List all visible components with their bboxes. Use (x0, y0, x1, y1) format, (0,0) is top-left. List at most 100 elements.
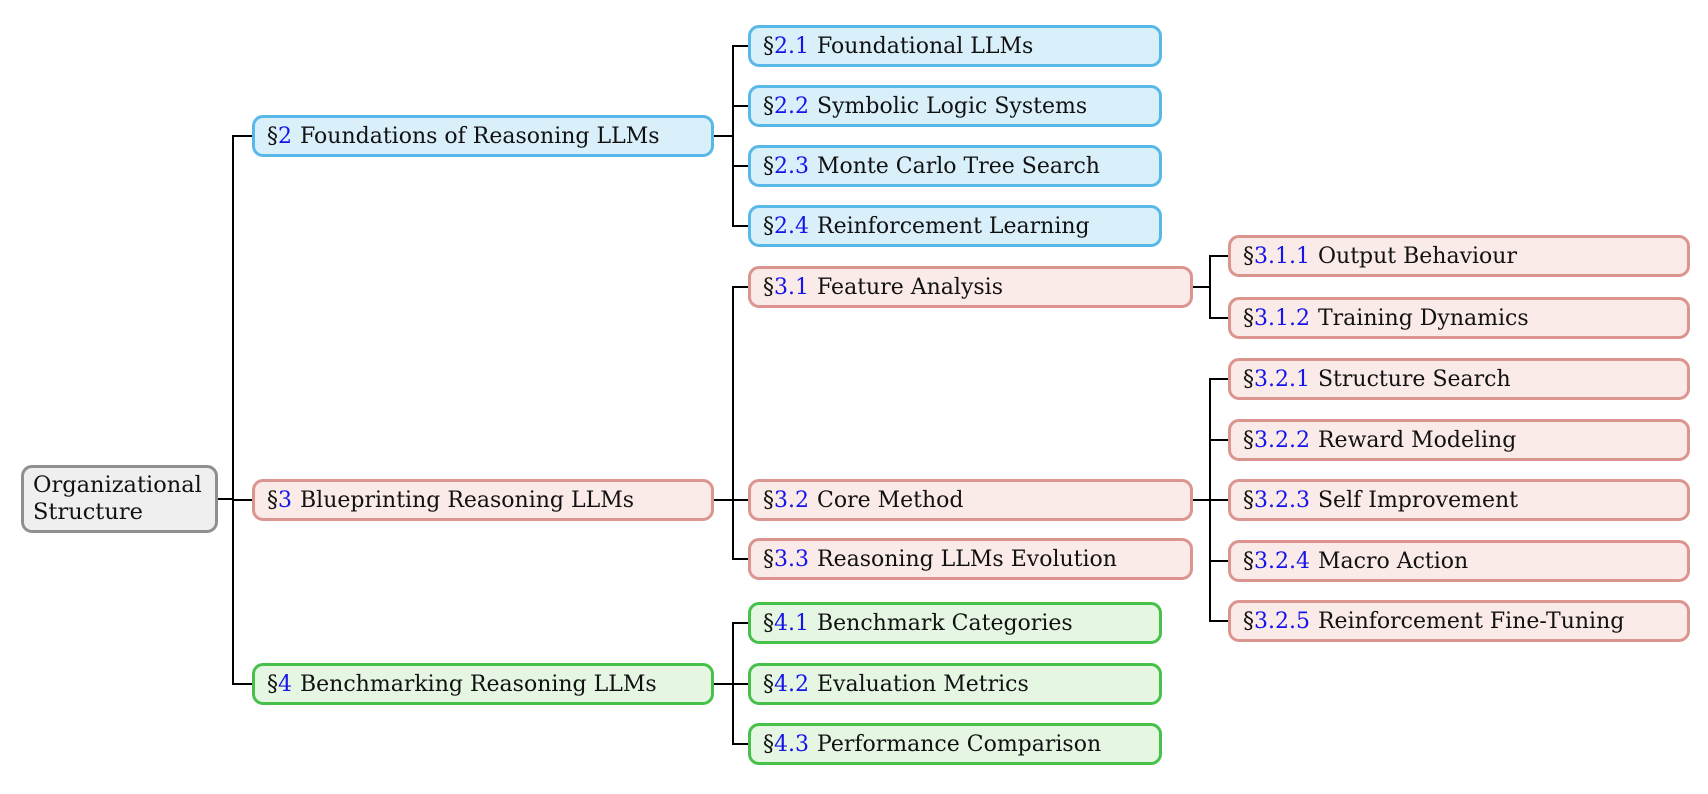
node-label: Blueprinting Reasoning LLMs (300, 487, 635, 513)
section-index: 3.1 (774, 274, 809, 300)
section-number: §3.1.1 (1243, 244, 1310, 269)
section-index: 2.4 (774, 213, 809, 239)
section-symbol: § (267, 487, 278, 513)
section-number: §3.3 (763, 547, 809, 572)
node-label: Benchmark Categories (817, 610, 1073, 636)
section-symbol: § (1243, 487, 1254, 513)
section-index: 3.2.4 (1254, 548, 1310, 574)
tree-node-root: Organizational Structure (21, 465, 218, 533)
tree-node-s3.2.3: §3.2.3 Self Improvement (1228, 479, 1690, 521)
section-index: 3.2.2 (1254, 427, 1310, 453)
node-label: Evaluation Metrics (817, 671, 1029, 697)
tree-node-s2.2: §2.2 Symbolic Logic Systems (748, 85, 1162, 127)
section-index: 3 (278, 487, 292, 513)
tree-node-s2.1: §2.1 Foundational LLMs (748, 25, 1162, 67)
node-label: Core Method (817, 487, 964, 513)
tree-node-s3.2: §3.2 Core Method (748, 479, 1193, 521)
section-number: §2 (267, 124, 292, 149)
tree-node-s3.2.4: §3.2.4 Macro Action (1228, 540, 1690, 582)
section-index: 3.2 (774, 487, 809, 513)
section-symbol: § (763, 731, 774, 757)
section-symbol: § (1243, 305, 1254, 331)
tree-node-s4.3: §4.3 Performance Comparison (748, 723, 1162, 765)
tree-node-s3: §3 Blueprinting Reasoning LLMs (252, 479, 714, 521)
section-index: 2.3 (774, 153, 809, 179)
node-label: Benchmarking Reasoning LLMs (300, 671, 657, 697)
node-label: Reinforcement Fine-Tuning (1317, 608, 1625, 634)
section-number: §3.2.3 (1243, 488, 1310, 513)
node-label: Foundations of Reasoning LLMs (300, 123, 660, 149)
section-number: §2.4 (763, 214, 809, 239)
section-number: §3.1.2 (1243, 306, 1310, 331)
section-number: §3.2.5 (1243, 609, 1310, 634)
section-number: §4 (267, 672, 292, 697)
node-label: Reinforcement Learning (817, 213, 1090, 239)
node-label: Self Improvement (1317, 487, 1518, 513)
section-index: 2.2 (774, 93, 809, 119)
section-number: §2.1 (763, 34, 809, 59)
node-label: Feature Analysis (817, 274, 1003, 300)
section-number: §3.2 (763, 488, 809, 513)
section-number: §3.2.4 (1243, 549, 1310, 574)
section-symbol: § (1243, 427, 1254, 453)
section-symbol: § (763, 33, 774, 59)
section-symbol: § (1243, 366, 1254, 392)
section-number: §3.1 (763, 275, 809, 300)
node-label: Foundational LLMs (817, 33, 1034, 59)
node-label: Output Behaviour (1317, 243, 1517, 269)
section-symbol: § (763, 274, 774, 300)
node-label: Training Dynamics (1317, 305, 1529, 331)
tree-node-s2.4: §2.4 Reinforcement Learning (748, 205, 1162, 247)
section-symbol: § (763, 487, 774, 513)
section-index: 3.3 (774, 546, 809, 572)
section-index: 2 (278, 123, 292, 149)
section-symbol: § (1243, 548, 1254, 574)
section-symbol: § (763, 213, 774, 239)
node-label: Reasoning LLMs Evolution (817, 546, 1117, 572)
node-label: Macro Action (1317, 548, 1469, 574)
tree-node-s3.2.2: §3.2.2 Reward Modeling (1228, 419, 1690, 461)
section-index: 2.1 (774, 33, 809, 59)
node-label: Monte Carlo Tree Search (817, 153, 1100, 179)
tree-node-s3.2.5: §3.2.5 Reinforcement Fine-Tuning (1228, 600, 1690, 642)
section-number: §3 (267, 488, 292, 513)
tree-node-s3.3: §3.3 Reasoning LLMs Evolution (748, 538, 1193, 580)
section-symbol: § (763, 546, 774, 572)
section-index: 3.1.2 (1254, 305, 1310, 331)
section-index: 4.2 (774, 671, 809, 697)
tree-node-s4: §4 Benchmarking Reasoning LLMs (252, 663, 714, 705)
section-symbol: § (763, 671, 774, 697)
section-number: §4.3 (763, 732, 809, 757)
tree-node-s2: §2 Foundations of Reasoning LLMs (252, 115, 714, 157)
tree-node-s4.1: §4.1 Benchmark Categories (748, 602, 1162, 644)
section-index: 4.1 (774, 610, 809, 636)
tree-node-s3.1: §3.1 Feature Analysis (748, 266, 1193, 308)
tree-node-s3.1.2: §3.1.2 Training Dynamics (1228, 297, 1690, 339)
section-number: §3.2.1 (1243, 367, 1310, 392)
section-index: 3.2.3 (1254, 487, 1310, 513)
section-index: 3.2.1 (1254, 366, 1310, 392)
section-symbol: § (763, 610, 774, 636)
section-symbol: § (1243, 608, 1254, 634)
section-symbol: § (267, 671, 278, 697)
section-index: 4 (278, 671, 292, 697)
section-number: §2.2 (763, 94, 809, 119)
node-label: Performance Comparison (817, 731, 1102, 757)
node-label: Symbolic Logic Systems (817, 93, 1088, 119)
section-symbol: § (763, 153, 774, 179)
section-symbol: § (267, 123, 278, 149)
section-index: 3.1.1 (1254, 243, 1310, 269)
tree-node-s2.3: §2.3 Monte Carlo Tree Search (748, 145, 1162, 187)
node-label: Reward Modeling (1317, 427, 1517, 453)
node-label: Organizational Structure (33, 472, 202, 525)
section-symbol: § (1243, 243, 1254, 269)
section-index: 4.3 (774, 731, 809, 757)
section-number: §2.3 (763, 154, 809, 179)
section-number: §4.2 (763, 672, 809, 697)
section-index: 3.2.5 (1254, 608, 1310, 634)
tree-node-s4.2: §4.2 Evaluation Metrics (748, 663, 1162, 705)
section-symbol: § (763, 93, 774, 119)
